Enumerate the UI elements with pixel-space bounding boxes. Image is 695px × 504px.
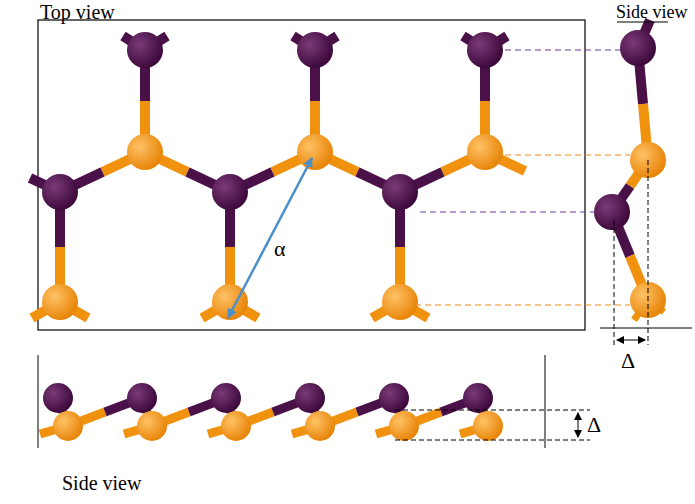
orange-atom: [382, 284, 418, 320]
orange-atom: [53, 411, 83, 441]
purple-atom: [297, 32, 333, 68]
atoms: [42, 30, 666, 441]
unit-cell: [38, 20, 585, 330]
purple-atom: [379, 383, 409, 413]
purple-atom: [43, 383, 73, 413]
purple-atom: [212, 174, 248, 210]
purple-atom: [211, 383, 241, 413]
buckling-label: Δ: [587, 414, 601, 436]
view-title: Top view: [40, 2, 115, 22]
orange-atom: [297, 134, 333, 170]
bonds: [30, 20, 664, 434]
purple-atom: [594, 194, 630, 230]
purple-atom: [295, 383, 325, 413]
lattice-constant-label: α: [274, 238, 286, 260]
orange-atom: [42, 284, 78, 320]
purple-atom: [42, 174, 78, 210]
projection-lines: [415, 50, 630, 305]
buckling-label: Δ: [621, 350, 635, 372]
purple-atom: [463, 383, 493, 413]
lattice-arrow: [228, 158, 312, 318]
orange-atom: [221, 411, 251, 441]
purple-atom: [127, 32, 163, 68]
purple-atom: [382, 174, 418, 210]
view-title: Side view: [616, 3, 688, 21]
purple-atom: [620, 30, 656, 66]
dimension-lines: [38, 22, 692, 448]
orange-atom: [389, 411, 419, 441]
orange-atom: [127, 134, 163, 170]
orange-atom: [467, 134, 503, 170]
purple-atom: [127, 383, 157, 413]
view-title: Side view: [62, 473, 141, 493]
orange-atom: [305, 411, 335, 441]
purple-atom: [467, 32, 503, 68]
orange-atom: [473, 411, 503, 441]
orange-atom: [137, 411, 167, 441]
